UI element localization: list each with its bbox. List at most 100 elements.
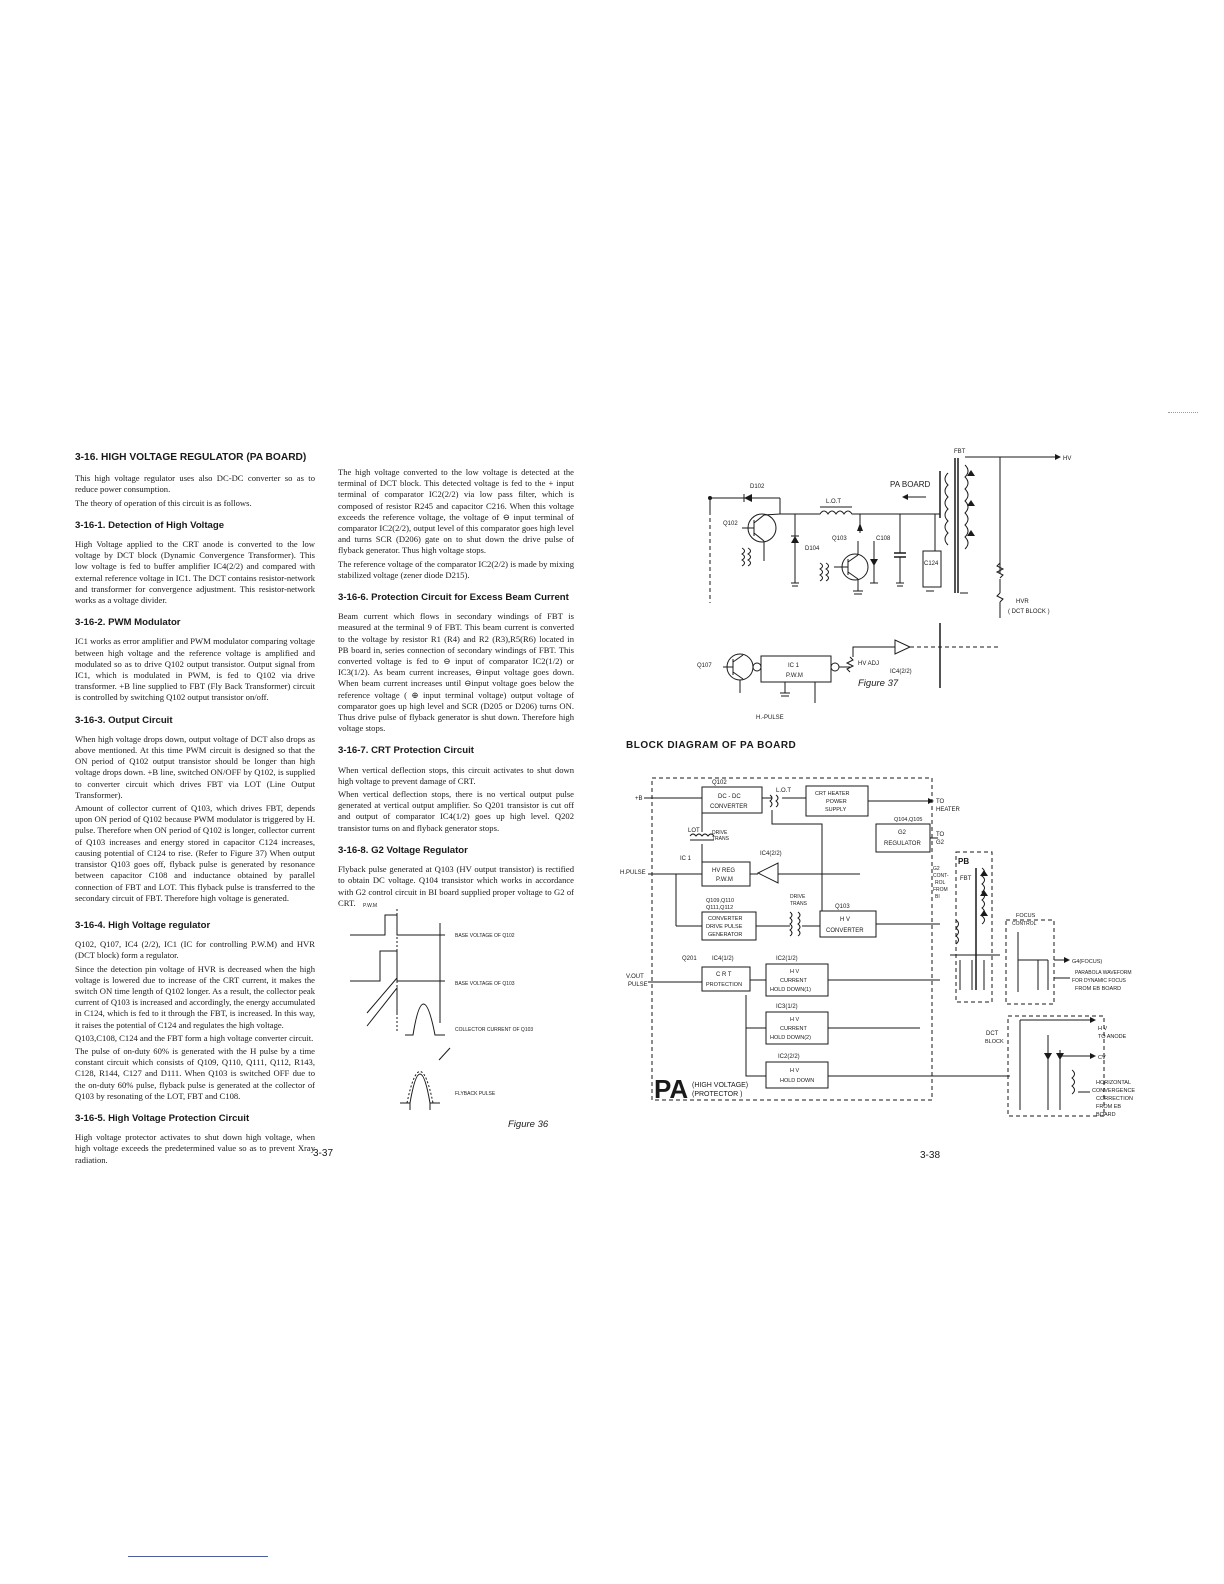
dct-block-frame — [1007, 1015, 1105, 1117]
g2-control-label: ROL — [935, 880, 946, 886]
c124-label-box — [922, 550, 942, 588]
waveform-label: COLLECTOR CURRENT OF Q103 — [455, 1027, 533, 1033]
g2-out-label: G2 — [936, 840, 945, 846]
pb-label: PB — [958, 857, 969, 866]
paragraph: Q102, Q107, IC4 (2/2), IC1 (IC for contr… — [75, 939, 315, 961]
middle-column: The high voltage converted to the low vo… — [338, 467, 574, 911]
figure-36-caption: Figure 36 — [508, 1119, 549, 1130]
converter-label: CONVERTER — [708, 916, 742, 922]
hv-label: H V — [840, 917, 850, 923]
paragraph: When vertical deflection stops, there is… — [338, 789, 574, 833]
hv-label: H V — [790, 1068, 800, 1074]
diode-icon — [744, 494, 752, 502]
paragraph: Beam current which flows in secondary wi… — [338, 611, 574, 734]
qgen-label: Q109,Q110 — [706, 898, 734, 904]
collector-current-waveform — [366, 977, 398, 1027]
g2-control-label: CONT- — [933, 873, 949, 879]
drive-trans-label: TRANS — [790, 901, 808, 907]
q103-label: Q103 — [832, 536, 847, 542]
protector-label: (PROTECTOR ) — [692, 1091, 742, 1098]
g2-control-label: G2 — [933, 866, 940, 872]
pwm-label: P.W.M — [363, 903, 377, 909]
crt-protection-block — [701, 966, 751, 992]
cv-label: CV — [1098, 1055, 1106, 1061]
horizontal-label: FROM EB — [1096, 1104, 1121, 1110]
ic4-label: IC4(2/2) — [760, 851, 782, 857]
waveform-label: BASE VOLTAGE OF Q103 — [455, 981, 515, 987]
converter-label: CONVERTER — [826, 928, 864, 934]
control-label: CONTROL — [1012, 921, 1037, 927]
c124-label: C124 — [924, 561, 939, 567]
base-q103-waveform — [350, 950, 445, 982]
q107-label: Q107 — [697, 663, 712, 669]
dc-dc-converter-block — [701, 786, 763, 814]
diode-icon — [791, 536, 799, 543]
subsection-heading: 3-16-8. G2 Voltage Regulator — [338, 844, 468, 856]
current-label: CURRENT — [780, 978, 808, 984]
to-anode-label: TO ANODE — [1098, 1034, 1127, 1040]
hold-down-label: HOLD DOWN(1) — [770, 987, 811, 993]
hvr-label: HVR — [1016, 599, 1029, 605]
fbt-label: FBT — [960, 876, 972, 882]
intro-paragraph: This high voltage regulator uses also DC… — [75, 473, 315, 495]
g4-focus-label: G4(FOCUS) — [1072, 959, 1102, 965]
hv-label: H V — [790, 1017, 800, 1023]
protector-label: (HIGH VOLTAGE) — [692, 1082, 748, 1089]
d104-label: D104 — [805, 546, 820, 552]
hv-label: H V — [790, 969, 800, 975]
left-column: 3-16. HIGH VOLTAGE REGULATOR (PA BOARD) … — [75, 452, 315, 1168]
subsection-heading: 3-16-1. Detection of High Voltage — [75, 519, 225, 531]
hv-hold-down-block — [765, 1061, 829, 1089]
dc-dc-label: DC - DC — [718, 794, 741, 800]
paragraph: IC1 works as error amplifier and PWM mod… — [75, 636, 315, 703]
g2-control-label: BI — [935, 894, 940, 900]
lot-label: L.O.T — [826, 499, 841, 505]
arrow-icon — [1055, 454, 1061, 460]
converter-label: CONVERTER — [710, 804, 748, 810]
waveform-label: BASE VOLTAGE OF Q102 — [455, 933, 515, 939]
pa-logo: PA — [654, 1074, 688, 1104]
parabola-label: FOR DYNAMIC FOCUS — [1072, 978, 1127, 984]
horizontal-label: HORIZONTAL — [1096, 1080, 1131, 1086]
input-v-out: V.OUT — [626, 974, 644, 980]
drive-trans-label: DRIVE — [790, 894, 806, 900]
waveform-label: FLYBACK PULSE — [455, 1091, 496, 1097]
q103-label: Q103 — [835, 904, 850, 910]
horizontal-label: CORRECTION — [1096, 1096, 1133, 1102]
qgen2-label: Q111,Q112 — [706, 905, 733, 911]
figure-37-caption: Figure 37 — [858, 678, 899, 689]
pwm-label: P.W.M — [716, 877, 733, 883]
paragraph: The pulse of on-duty 60% is generated wi… — [75, 1045, 315, 1101]
horizontal-label: BOARD — [1096, 1112, 1116, 1118]
pa-board-label: PA BOARD — [890, 480, 931, 489]
page-number-right: 3-38 — [920, 1150, 941, 1161]
d102-label: D102 — [750, 484, 765, 490]
footer-rule — [128, 1556, 268, 1557]
paragraph: High voltage protector activates to shut… — [75, 1132, 315, 1165]
hv-out-label: H V — [1098, 1026, 1108, 1032]
heater-label: HEATER — [936, 807, 961, 813]
q201-label: Q201 — [682, 956, 697, 962]
subsection-heading: 3-16-3. Output Circuit — [75, 714, 173, 726]
hv-adj-label: HV ADJ — [858, 661, 879, 667]
ic2b-label: IC2(2/2) — [778, 1054, 800, 1060]
paragraph: Amount of collector current of Q103, whi… — [75, 803, 315, 903]
ic1-pwm-block — [760, 655, 832, 683]
paragraph: High Voltage applied to the CRT anode is… — [75, 539, 315, 606]
pwm-label: P.W.M — [786, 673, 803, 679]
power-label: POWER — [826, 799, 847, 805]
hv-current-hold-down-1-block — [765, 963, 829, 997]
page-number-left: 3-37 — [313, 1148, 334, 1159]
focus-label: FOCUS — [1016, 913, 1036, 919]
ic1-label: IC 1 — [788, 663, 800, 669]
section-heading: 3-16. HIGH VOLTAGE REGULATOR (PA BOARD) — [75, 452, 307, 463]
fbt-label: FBT — [954, 449, 966, 455]
dct-label: DCT — [986, 1031, 999, 1037]
scan-mark — [1168, 412, 1198, 414]
crt-label: C R T — [716, 972, 732, 978]
ic1-label: IC 1 — [680, 856, 692, 862]
hold-down-label: HOLD DOWN(2) — [770, 1035, 811, 1041]
diode-icon — [967, 470, 975, 536]
ic4-label: IC4(2/2) — [890, 669, 912, 675]
ic4b-label: IC4(1/2) — [712, 956, 734, 962]
